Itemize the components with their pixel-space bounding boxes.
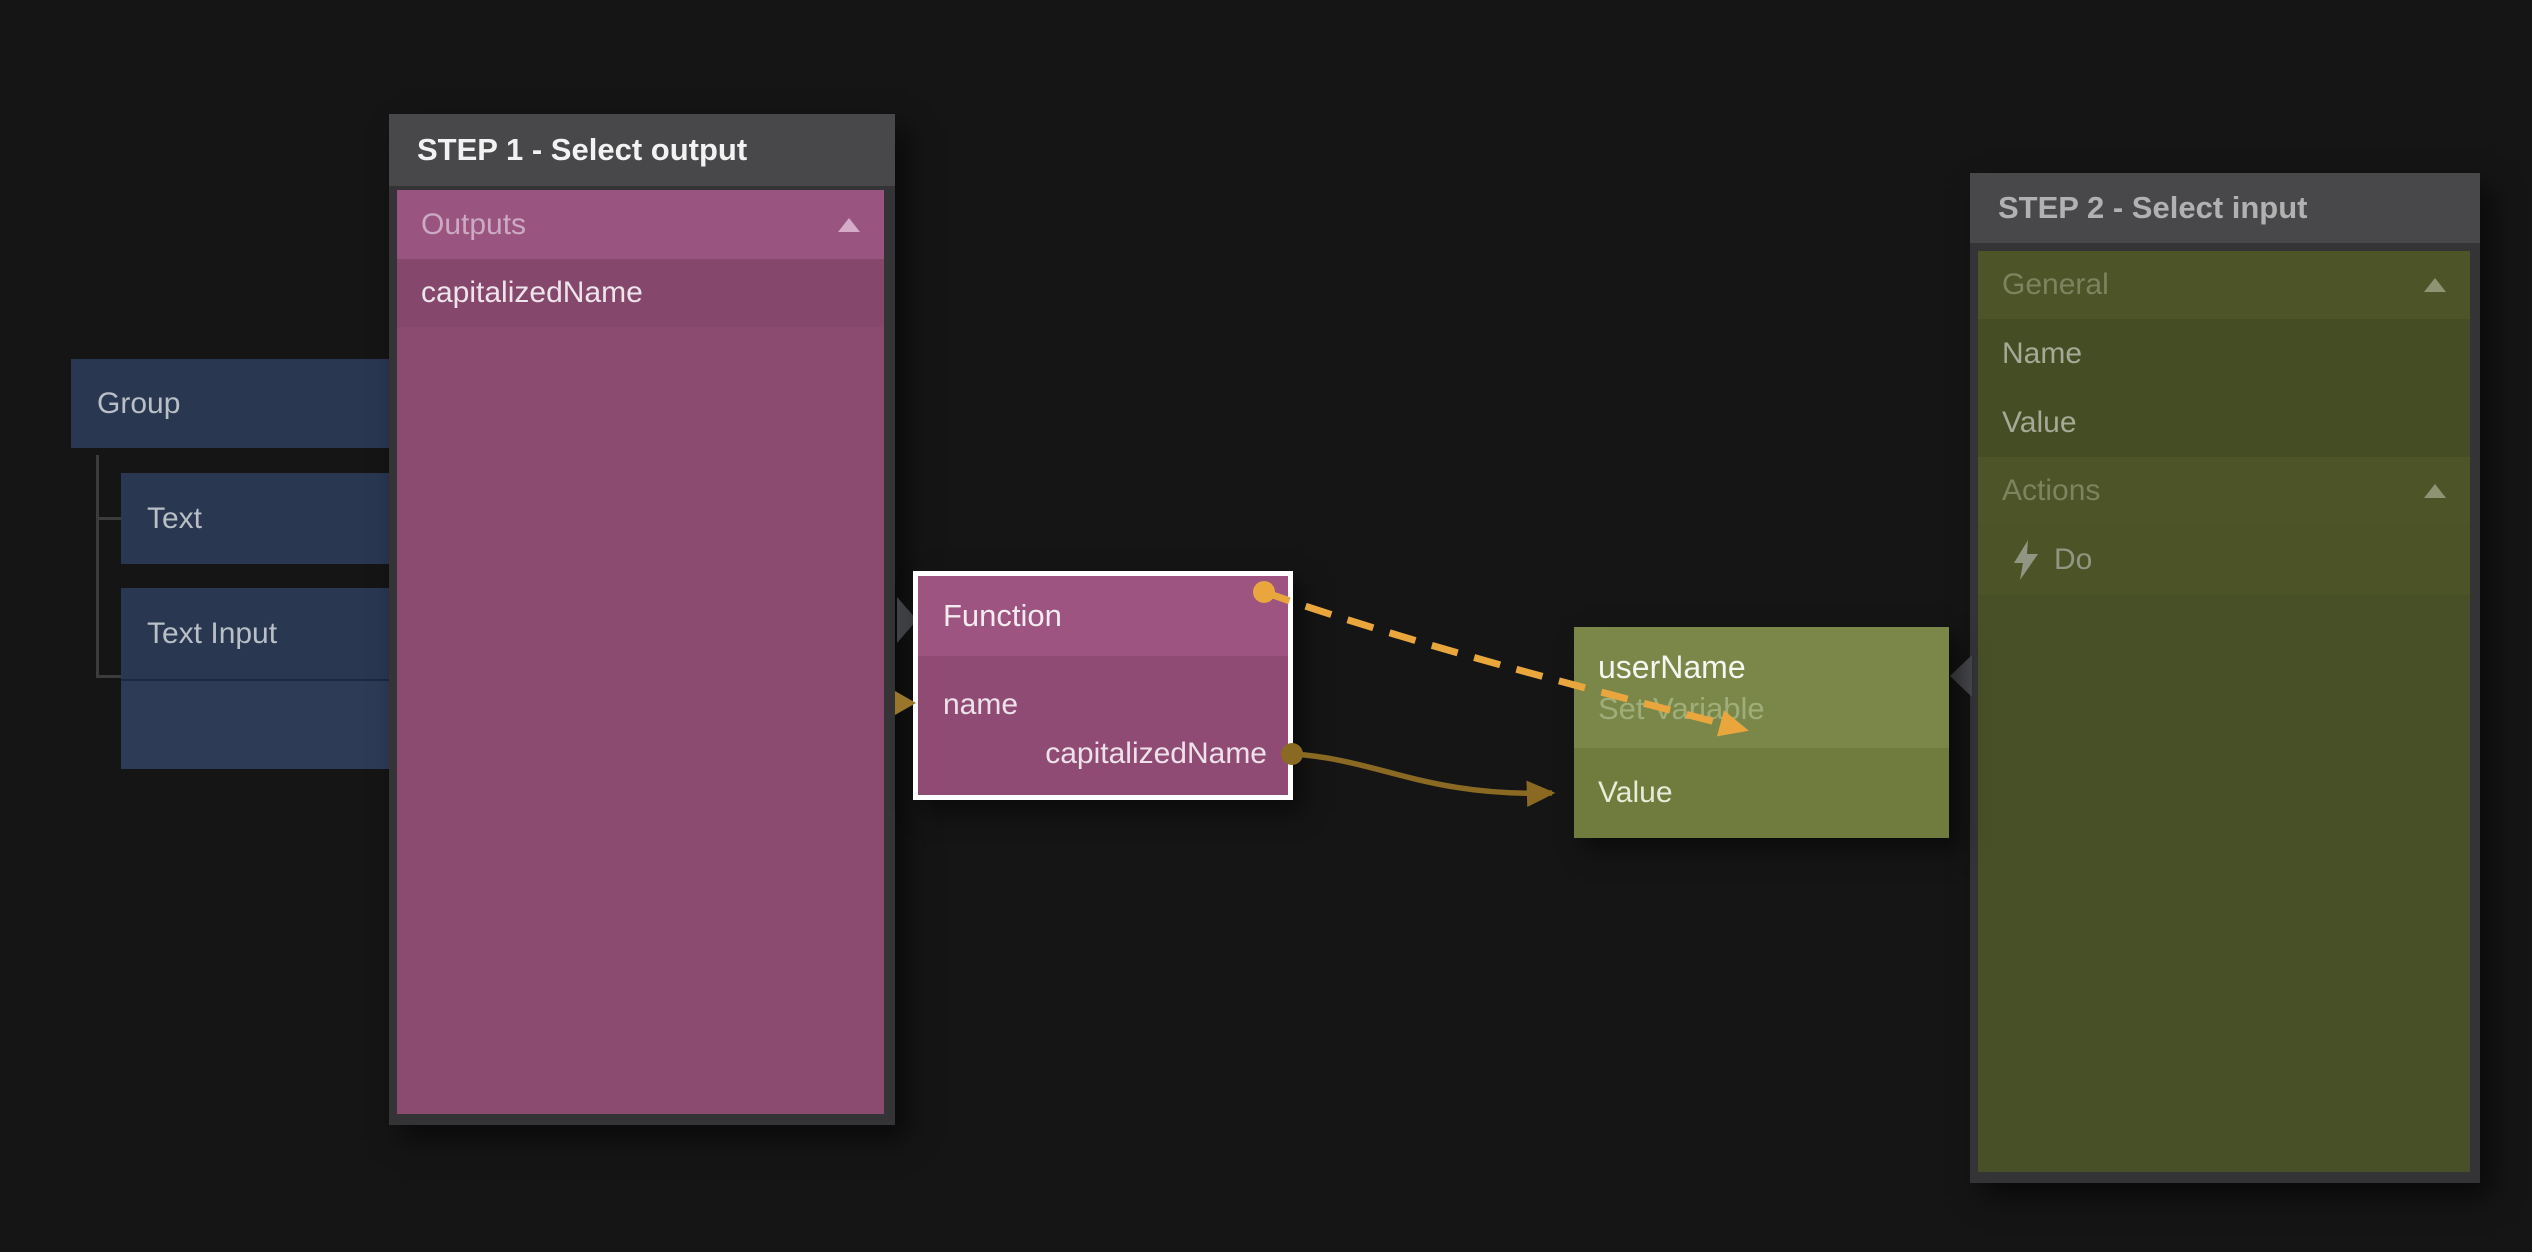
- lightning-icon: [2014, 540, 2038, 580]
- input-item-value[interactable]: Value: [1978, 388, 2470, 457]
- node-text-input[interactable]: Text Input: [121, 588, 389, 769]
- actions-section-label: Actions: [2002, 474, 2101, 507]
- variable-node-header: userName Set Variable: [1574, 627, 1949, 748]
- input-item-do[interactable]: Do: [1978, 525, 2470, 595]
- variable-node-title: userName: [1598, 649, 1746, 685]
- tree-connector-line: [96, 455, 99, 678]
- step2-panel-body: General Name Value Actions Do: [1978, 251, 2470, 1172]
- tree-connector-line: [96, 675, 122, 678]
- input-item-name[interactable]: Name: [1978, 319, 2470, 388]
- input-port-arrow-icon[interactable]: [895, 691, 916, 715]
- output-item-label: capitalizedName: [421, 276, 643, 309]
- tree-connector-line: [96, 517, 122, 520]
- actions-section-header[interactable]: Actions: [1978, 457, 2470, 525]
- variable-node-subtitle: Set Variable: [1598, 691, 1765, 726]
- step2-panel-title: STEP 2 - Select input: [1998, 190, 2308, 225]
- collapse-arrow-icon[interactable]: [2424, 484, 2446, 498]
- node-text-label: Text: [147, 501, 203, 535]
- function-node[interactable]: Function name capitalizedName: [913, 571, 1293, 800]
- general-section-label: General: [2002, 268, 2109, 301]
- step1-panel-body: Outputs capitalizedName: [397, 190, 884, 1114]
- step1-pointer-icon: [897, 597, 917, 643]
- input-item-label: Name: [2002, 336, 2083, 370]
- data-connection-wire[interactable]: [1291, 751, 1556, 807]
- step2-panel-titlebar: STEP 2 - Select input: [1970, 173, 2480, 243]
- step1-panel-title: STEP 1 - Select output: [417, 132, 748, 167]
- outputs-section-header[interactable]: Outputs: [397, 190, 884, 259]
- step1-panel: STEP 1 - Select output Outputs capitaliz…: [389, 114, 895, 1125]
- input-item-label: Do: [2054, 543, 2093, 576]
- function-node-title: Function: [943, 598, 1062, 633]
- node-group-label: Group: [97, 386, 181, 420]
- step2-pointer-icon: [1950, 655, 1972, 697]
- function-node-header[interactable]: Function: [918, 576, 1288, 656]
- function-output-port-label[interactable]: capitalizedName: [1045, 737, 1267, 770]
- output-item-capitalizedname[interactable]: capitalizedName: [397, 259, 884, 327]
- node-text-input-label: Text Input: [147, 616, 278, 650]
- variable-input-port-label: Value: [1598, 776, 1673, 809]
- collapse-arrow-icon[interactable]: [838, 217, 860, 232]
- step2-panel: STEP 2 - Select input General Name Value…: [1970, 173, 2480, 1183]
- input-item-label: Value: [2002, 405, 2077, 439]
- step1-panel-titlebar: STEP 1 - Select output: [389, 114, 895, 186]
- function-input-port-label[interactable]: name: [943, 688, 1019, 721]
- outputs-section-label: Outputs: [421, 207, 527, 241]
- collapse-arrow-icon[interactable]: [2424, 278, 2446, 292]
- variable-node[interactable]: userName Set Variable Value: [1574, 627, 1949, 838]
- variable-value-port-row[interactable]: Value: [1574, 748, 1949, 838]
- general-section-header[interactable]: General: [1978, 251, 2470, 319]
- node-text-input-body: [121, 679, 389, 769]
- node-group[interactable]: Group: [71, 359, 389, 448]
- node-text[interactable]: Text: [121, 473, 389, 564]
